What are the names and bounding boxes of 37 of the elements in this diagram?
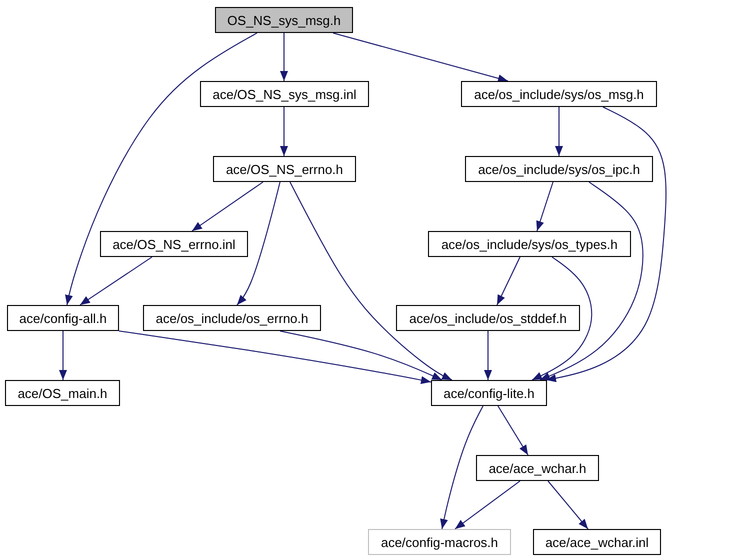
arrow	[280, 106, 288, 156]
file-node: ace/os_include/os_stddef.h	[396, 305, 580, 331]
file-node: ace/config-lite.h	[431, 380, 547, 406]
file-node: ace/ace_wchar.inl	[533, 529, 661, 555]
file-node: ace/OS_main.h	[5, 380, 120, 406]
arrow	[546, 106, 666, 382]
file-node: ace/config-macros.h	[368, 529, 511, 555]
arrow	[118, 330, 432, 384]
arrow	[280, 32, 288, 82]
arrow	[65, 32, 258, 306]
file-node: ace/config-all.h	[7, 305, 119, 331]
file-node: ace/ace_wchar.h	[476, 455, 599, 481]
file-node: ace/os_include/os_errno.h	[143, 305, 321, 331]
arrow	[454, 480, 520, 530]
arrow	[80, 256, 152, 306]
arrow	[332, 32, 508, 82]
file-node: OS_NS_sys_msg.h	[215, 7, 353, 33]
arrow	[440, 406, 484, 530]
arrow	[236, 182, 280, 306]
file-node: ace/os_include/sys/os_ipc.h	[465, 156, 653, 182]
file-node: ace/os_include/sys/os_types.h	[428, 231, 631, 257]
arrow	[59, 330, 67, 380]
arrow	[555, 106, 563, 156]
arrow	[496, 256, 520, 306]
arrow	[532, 256, 592, 380]
arrow	[484, 330, 492, 380]
arrow	[548, 480, 588, 530]
arrow	[540, 182, 644, 380]
file-node: ace/OS_NS_errno.inl	[100, 231, 248, 257]
file-node: ace/OS_NS_sys_msg.inl	[200, 81, 369, 107]
arrow	[498, 406, 528, 456]
file-node: ace/os_include/sys/os_msg.h	[461, 81, 657, 107]
arrow	[536, 182, 554, 232]
arrow	[280, 330, 442, 380]
file-node: ace/OS_NS_errno.h	[213, 156, 356, 182]
arrow	[192, 182, 264, 232]
arrow	[290, 182, 452, 380]
